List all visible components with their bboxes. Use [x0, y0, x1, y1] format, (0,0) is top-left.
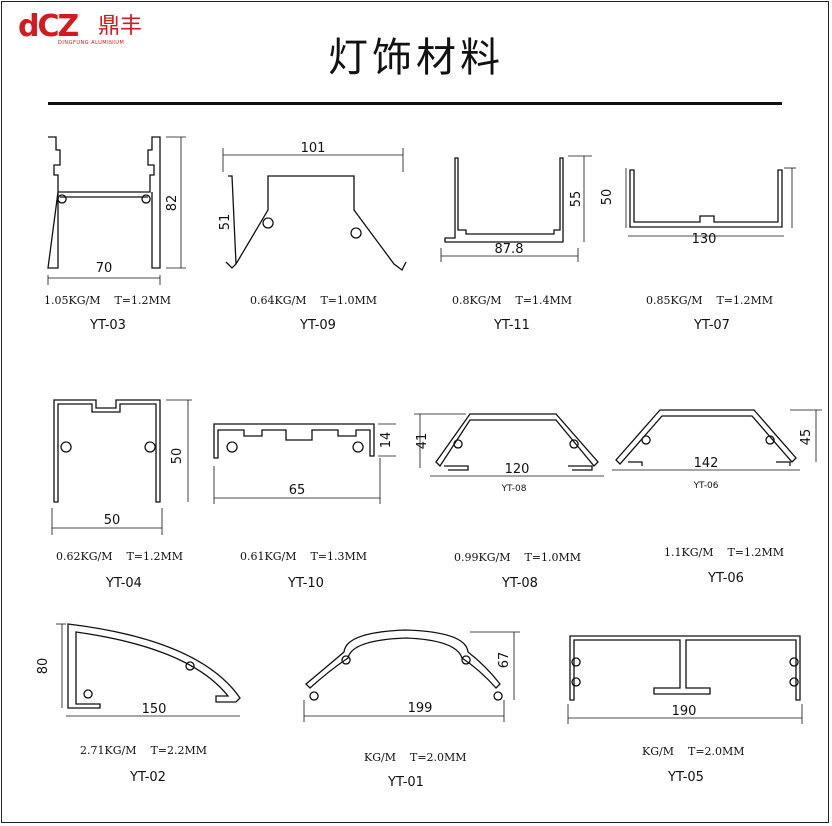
- weight-yt-01: KG/M: [364, 751, 396, 764]
- dim-height-yt-10: 14: [379, 432, 394, 449]
- code-yt-01: YT-01: [388, 775, 424, 790]
- spec-yt-08: 0.99KG/M T=1.0MM: [454, 551, 581, 564]
- profile-drawing-yt-03: 70 82: [47, 136, 186, 285]
- drawing-label-yt-06: YT-06: [693, 481, 719, 491]
- code-yt-02: YT-02: [130, 770, 166, 785]
- brand-chinese-name: 鼎丰: [98, 14, 143, 39]
- brand-subtitle: DINGFUNG ALUMINIUM: [58, 40, 125, 46]
- profile-drawing-yt-01: 199 67: [303, 629, 520, 722]
- dim-height-yt-08: 41: [415, 433, 430, 450]
- weight-yt-08: 0.99KG/M: [454, 551, 511, 564]
- code-yt-11: YT-11: [494, 318, 530, 333]
- dim-width-yt-10: 65: [289, 483, 306, 498]
- profile-drawing-yt-10: 65 14: [213, 423, 396, 504]
- weight-yt-11: 0.8KG/M: [452, 294, 502, 307]
- spec-yt-05: KG/M T=2.0MM: [642, 745, 745, 758]
- thickness-yt-10: T=1.3MM: [310, 550, 368, 563]
- dim-height-yt-04: 50: [170, 448, 185, 465]
- code-yt-04: YT-04: [106, 576, 142, 591]
- dim-height-yt-11: 55: [569, 191, 584, 208]
- spec-yt-11: 0.8KG/M T=1.4MM: [452, 294, 572, 307]
- dim-height-yt-02: 80: [36, 658, 51, 675]
- dim-width-yt-08: 120: [505, 462, 530, 477]
- dim-width-yt-01: 199: [408, 701, 433, 716]
- dim-width-yt-09: 101: [301, 141, 326, 156]
- thickness-yt-11: T=1.4MM: [515, 294, 573, 307]
- weight-yt-07: 0.85KG/M: [646, 294, 703, 307]
- thickness-yt-01: T=2.0MM: [409, 751, 467, 764]
- brand-letters: dCZ: [18, 9, 79, 44]
- page-title: 灯饰材料: [328, 35, 504, 81]
- thickness-yt-09: T=1.0MM: [320, 294, 378, 307]
- code-yt-07: YT-07: [694, 318, 730, 333]
- dim-width-yt-02: 150: [142, 702, 167, 717]
- code-yt-06: YT-06: [708, 571, 744, 586]
- weight-yt-10: 0.61KG/M: [240, 550, 297, 563]
- weight-yt-04: 0.62KG/M: [56, 550, 113, 563]
- thickness-yt-05: T=2.0MM: [687, 745, 745, 758]
- dim-width-yt-11: 87.8: [495, 242, 524, 257]
- spec-yt-07: 0.85KG/M T=1.2MM: [646, 294, 773, 307]
- profile-drawing-yt-04: 50 50: [51, 399, 192, 535]
- profile-drawing-yt-07: 130 50: [600, 167, 796, 247]
- weight-yt-05: KG/M: [642, 745, 674, 758]
- weight-yt-03: 1.05KG/M: [44, 294, 101, 307]
- profile-drawing-yt-09: 101 51: [218, 141, 407, 271]
- thickness-yt-04: T=1.2MM: [126, 550, 184, 563]
- weight-yt-06: 1.1KG/M: [664, 546, 714, 559]
- spec-yt-04: 0.62KG/M T=1.2MM: [56, 550, 183, 563]
- dim-height-yt-07: 50: [600, 189, 615, 206]
- weight-yt-02: 2.71KG/M: [80, 744, 137, 757]
- spec-yt-03: 1.05KG/M T=1.2MM: [44, 294, 171, 307]
- profile-drawing-yt-11: 87.8 55: [440, 155, 592, 262]
- dim-width-yt-06: 142: [694, 456, 719, 471]
- thickness-yt-03: T=1.2MM: [114, 294, 172, 307]
- title-rule: [48, 102, 782, 105]
- code-yt-09: YT-09: [300, 318, 336, 333]
- thickness-yt-07: T=1.2MM: [716, 294, 774, 307]
- profile-drawing-yt-08: 120 41 YT-08: [414, 413, 604, 494]
- profile-drawing-yt-02: 150 80: [36, 623, 241, 717]
- thickness-yt-02: T=2.2MM: [150, 744, 208, 757]
- profile-drawing-yt-05: 190: [567, 635, 803, 724]
- profile-drawing-yt-06: 142 45 YT-06: [612, 409, 822, 491]
- dim-height-yt-03: 82: [165, 195, 180, 212]
- dim-width-yt-05: 190: [672, 704, 697, 719]
- spec-yt-01: KG/M T=2.0MM: [364, 751, 467, 764]
- code-yt-03: YT-03: [90, 318, 126, 333]
- spec-yt-02: 2.71KG/M T=2.2MM: [80, 744, 207, 757]
- weight-yt-09: 0.64KG/M: [250, 294, 307, 307]
- thickness-yt-08: T=1.0MM: [524, 551, 582, 564]
- drawing-label-yt-08: YT-08: [501, 484, 527, 494]
- code-yt-05: YT-05: [668, 770, 704, 785]
- dim-width-yt-04: 50: [104, 513, 121, 528]
- brand-logo: dCZ 鼎丰 DINGFUNG ALUMINIUM: [18, 12, 148, 48]
- dim-width-yt-07: 130: [692, 232, 717, 247]
- code-yt-10: YT-10: [288, 576, 324, 591]
- dim-width-yt-03: 70: [96, 261, 113, 276]
- dim-height-yt-06: 45: [799, 429, 814, 446]
- thickness-yt-06: T=1.2MM: [727, 546, 785, 559]
- dim-height-yt-09: 51: [218, 214, 233, 231]
- spec-yt-06: 1.1KG/M T=1.2MM: [664, 546, 784, 559]
- spec-yt-10: 0.61KG/M T=1.3MM: [240, 550, 367, 563]
- spec-yt-09: 0.64KG/M T=1.0MM: [250, 294, 377, 307]
- dim-height-yt-01: 67: [497, 652, 512, 669]
- code-yt-08: YT-08: [502, 576, 538, 591]
